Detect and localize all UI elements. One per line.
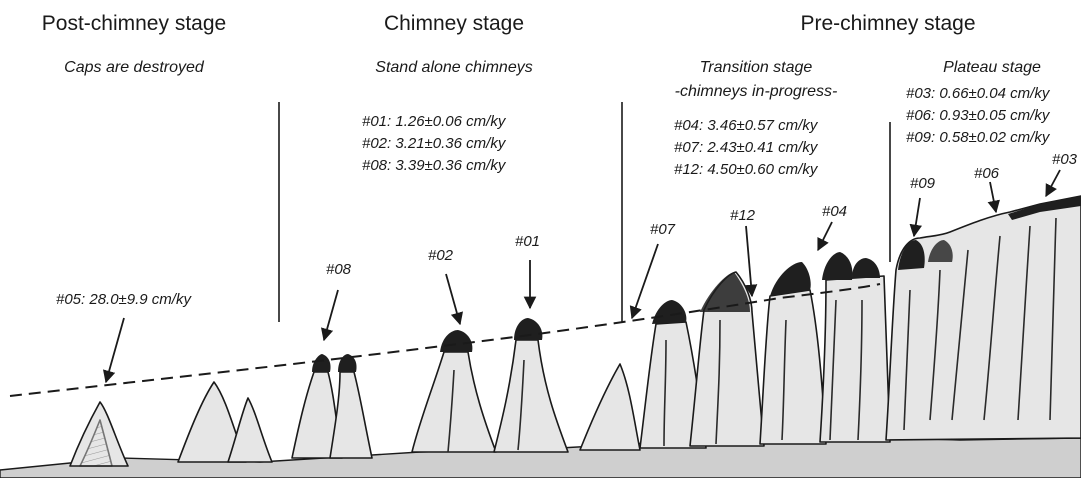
chimney-cap: [822, 252, 853, 280]
chimney-cap: [514, 318, 542, 340]
chimney-cap: [312, 354, 331, 372]
landscape-illustration: [0, 196, 1081, 478]
fairy-chimney: [494, 340, 568, 452]
rate-entry: #12: 4.50±0.60 cm/ky: [674, 161, 819, 178]
heading-post-chimney: Post-chimney stage: [42, 12, 226, 35]
rate-entry: #09: 0.58±0.02 cm/ky: [906, 129, 1051, 146]
fairy-chimney: [412, 352, 496, 452]
heading-chimney: Chimney stage: [384, 12, 524, 35]
rate-entry: #08: 3.39±0.36 cm/ky: [362, 157, 507, 174]
subtitle-plateau: Plateau stage: [943, 59, 1041, 76]
marker-label-07: #07: [650, 221, 676, 238]
rate-entry: #07: 2.43±0.41 cm/ky: [674, 139, 819, 156]
marker-label-12: #12: [730, 207, 756, 224]
subtitle-transition: Transition stage: [700, 59, 813, 76]
chimney-cap: [440, 330, 472, 352]
rate-entry: #04: 3.46±0.57 cm/ky: [674, 117, 819, 134]
subtitle-transition-line2: -chimneys in-progress-: [675, 83, 838, 100]
heading-pre-chimney: Pre-chimney stage: [800, 12, 975, 35]
chimney-cap: [700, 272, 750, 312]
marker-label-04: #04: [822, 203, 847, 220]
subtitle-caps-destroyed: Caps are destroyed: [64, 59, 205, 76]
eroded-cone: [580, 364, 640, 450]
chimney-cap: [652, 300, 686, 324]
marker-label-08: #08: [326, 261, 352, 278]
chimney-in-progress: [760, 290, 826, 444]
marker-label-01: #01: [515, 233, 540, 250]
chimney-cap: [852, 258, 880, 278]
rate-entry: #02: 3.21±0.36 cm/ky: [362, 135, 507, 152]
rate-entry: #01: 1.26±0.06 cm/ky: [362, 113, 507, 130]
rate-entry-05: #05: 28.0±9.9 cm/ky: [56, 291, 192, 308]
rate-entry: #06: 0.93±0.05 cm/ky: [906, 107, 1051, 124]
marker-label-09: #09: [910, 175, 936, 192]
plateau-rates: #03: 0.66±0.04 cm/ky #06: 0.93±0.05 cm/k…: [906, 85, 1051, 146]
chimney-cap: [898, 240, 925, 270]
marker-label-02: #02: [428, 247, 454, 264]
marker-label-06: #06: [974, 165, 1000, 182]
subtitle-stand-alone: Stand alone chimneys: [375, 59, 532, 76]
chimney-rates: #01: 1.26±0.06 cm/ky #02: 3.21±0.36 cm/k…: [362, 113, 507, 174]
transition-rates: #04: 3.46±0.57 cm/ky #07: 2.43±0.41 cm/k…: [674, 117, 819, 178]
fairy-chimney: [330, 372, 372, 458]
marker-label-03: #03: [1052, 151, 1078, 168]
rate-entry: #03: 0.66±0.04 cm/ky: [906, 85, 1051, 102]
